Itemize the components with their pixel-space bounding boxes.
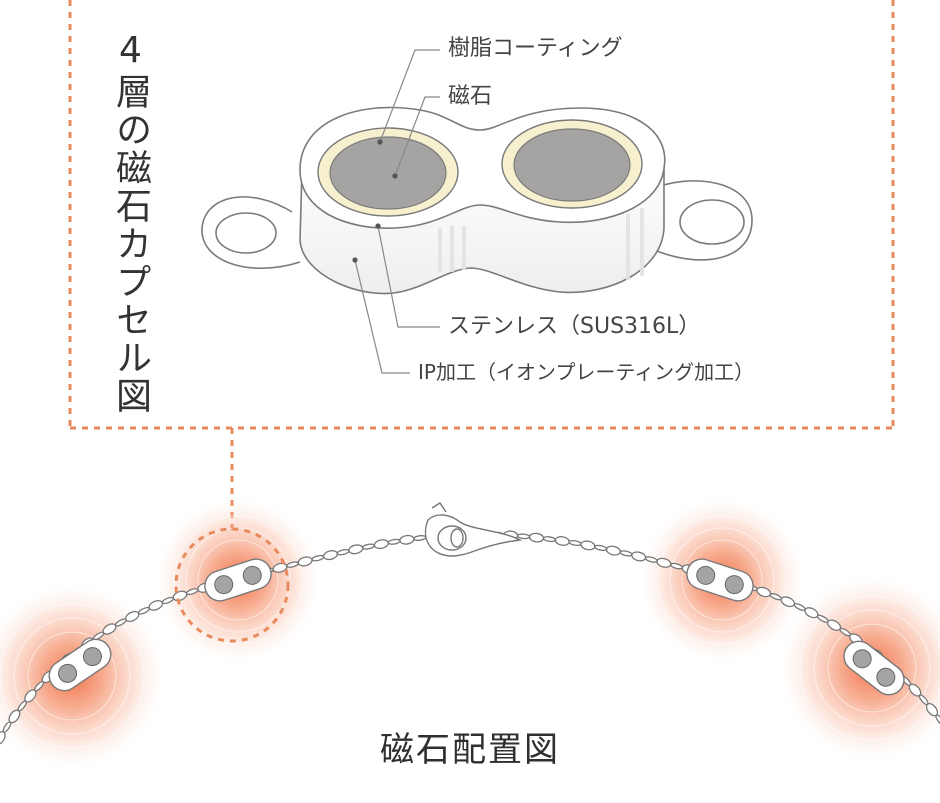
label-magnet: 磁石: [448, 84, 493, 109]
chain-capsule-2: [48, 638, 112, 692]
chain-capsule-4: [843, 640, 905, 696]
capsule-right-ear: [649, 180, 753, 261]
chain-link: [399, 534, 415, 545]
chain-link: [935, 714, 940, 726]
capsule-diagram-title: 4層の磁石カプセル図: [110, 30, 151, 415]
chain-link: [605, 545, 621, 556]
label-ip-coating: IP加工（イオンプレーティング加工）: [418, 360, 755, 384]
chain-link: [631, 551, 647, 562]
label-stainless: ステンレス（SUS316L）: [448, 314, 701, 339]
capsule-illustration: [201, 49, 753, 374]
chain-link: [387, 538, 401, 545]
chain-link: [542, 536, 557, 543]
chain-link: [373, 539, 389, 550]
chain-link: [619, 550, 633, 557]
chain-capsule-3: [686, 558, 754, 602]
chain-link: [336, 549, 350, 556]
chain-link: [568, 539, 582, 547]
chain-link: [348, 544, 364, 555]
capsule-left-ear: [201, 196, 301, 270]
leader-dots: [352, 139, 398, 263]
chain-link: [137, 606, 151, 615]
chain-link: [528, 532, 545, 543]
placement-diagram-caption: 磁石配置図: [380, 730, 560, 770]
necklace-clasp: [424, 502, 523, 557]
leader-lines: [354, 49, 440, 374]
capsule-highlights: [438, 208, 644, 280]
label-resin-coating: 樹脂コーティング: [448, 36, 623, 61]
chain-link: [516, 533, 531, 540]
chain-capsule-1: [204, 558, 272, 602]
glow-rings: [0, 515, 940, 749]
chain-link: [361, 543, 376, 550]
chain-link: [413, 535, 427, 541]
chain-link: [554, 536, 570, 546]
chain-link: [594, 544, 608, 552]
left-magnet: [317, 127, 459, 217]
right-magnet: [501, 119, 643, 209]
highlight-circle: [174, 527, 290, 643]
chain-link: [322, 550, 339, 561]
chain-link: [580, 540, 596, 551]
